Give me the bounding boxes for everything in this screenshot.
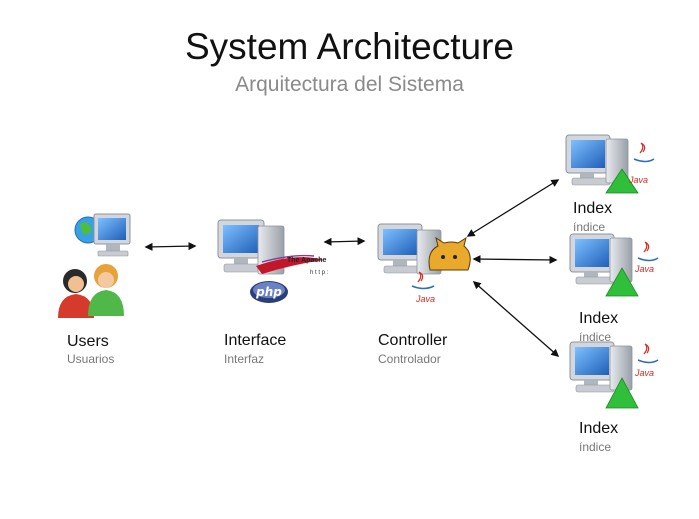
apache-logo-text: The Apache bbox=[287, 257, 327, 264]
index-3-computer-icon bbox=[569, 341, 659, 409]
index-1-computer-icon bbox=[565, 134, 655, 194]
arrow-users-interface bbox=[144, 242, 197, 251]
arrow-controller-index-1 bbox=[466, 179, 560, 237]
php-logo-text: php bbox=[255, 285, 282, 299]
index-3-sublabel: índice bbox=[579, 440, 612, 454]
arrow-interface-controller bbox=[323, 237, 366, 246]
users-label: Users bbox=[67, 333, 109, 350]
index-1-label: Index bbox=[573, 200, 613, 217]
http-logo-text: h t t p : bbox=[310, 270, 329, 276]
index-2-java-text: Java bbox=[634, 264, 654, 274]
controller-server-icon bbox=[377, 223, 442, 275]
index-2-computer-icon bbox=[569, 233, 659, 297]
controller-java-icon bbox=[411, 271, 435, 290]
index-1-java-text: Java bbox=[628, 175, 648, 185]
controller-sublabel: Controlador bbox=[378, 352, 441, 366]
users-icon bbox=[58, 213, 131, 318]
index-1-sublabel: índice bbox=[573, 220, 606, 234]
php-logo-icon bbox=[250, 281, 288, 303]
interface-label: Interface bbox=[224, 332, 287, 349]
users-sublabel: Usuarios bbox=[67, 352, 115, 366]
tomcat-icon bbox=[428, 236, 471, 271]
arrow-controller-index-3 bbox=[472, 281, 560, 357]
interface-sublabel: Interfaz bbox=[224, 352, 265, 366]
controller-java-text: Java bbox=[415, 294, 435, 304]
index-2-label: Index bbox=[579, 310, 619, 327]
index-3-label: Index bbox=[579, 420, 619, 437]
controller-label: Controller bbox=[378, 332, 448, 349]
page-subtitle: Arquitectura del Sistema bbox=[235, 73, 464, 96]
page-title: System Architecture bbox=[184, 26, 514, 67]
index-3-java-text: Java bbox=[634, 368, 654, 378]
index-2-sublabel: índice bbox=[579, 330, 612, 344]
arrow-controller-index-2 bbox=[472, 255, 558, 264]
apache-feather-icon bbox=[256, 254, 324, 274]
